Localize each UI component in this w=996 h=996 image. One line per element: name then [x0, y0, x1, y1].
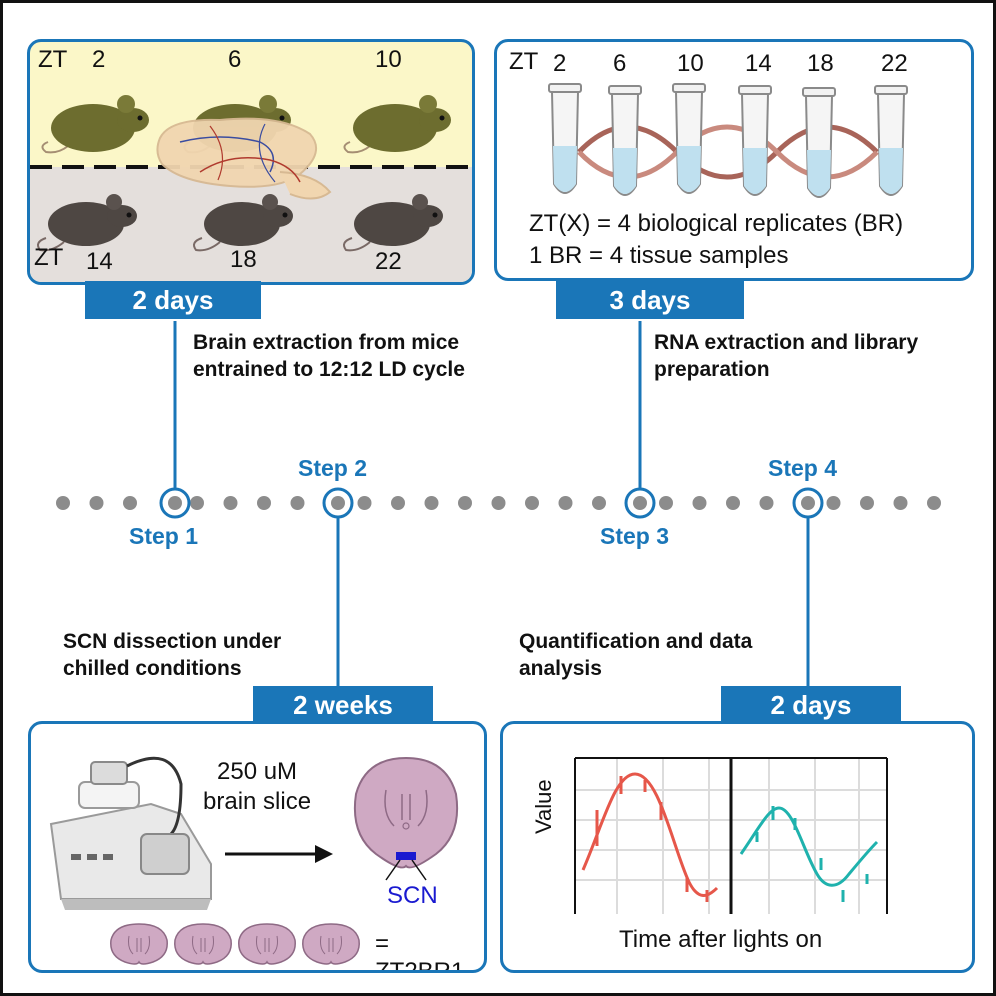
- tube-icon: [738, 85, 772, 196]
- timeline-dot: [458, 496, 472, 510]
- small-brain-slice-icon: [110, 923, 168, 965]
- timeline-dot: [860, 496, 874, 510]
- brain-icon: [156, 117, 332, 200]
- timeline-dot: [290, 496, 305, 510]
- timeline-dot: [558, 496, 573, 510]
- arrow-icon: [315, 845, 333, 863]
- plot-grid: [574, 757, 888, 914]
- tube-icon: [608, 85, 642, 196]
- tube-zt-time: 10: [677, 50, 704, 77]
- timeline-dot: [190, 496, 204, 510]
- replicate-note: ZT(X) = 4 biological replicates (BR): [529, 210, 904, 237]
- dark-zt-time: 14: [86, 248, 113, 275]
- step3-description: RNA extraction and library preparation: [654, 331, 919, 381]
- timeline-dot: [659, 496, 673, 510]
- step2-duration-badge: 2 weeks: [253, 686, 433, 724]
- light-zt-label: ZT: [38, 46, 68, 73]
- timeline-dot: [391, 496, 405, 510]
- mice-panel: ZT 2 6 10 ZT 14 18 22: [27, 39, 475, 285]
- tube-zt-label: ZT: [509, 48, 539, 75]
- small-brain-slice-icon: [302, 923, 360, 965]
- timeline-dot: [123, 496, 137, 510]
- analysis-panel: Value Time after lights on: [500, 721, 975, 973]
- timeline-dot: [525, 496, 539, 510]
- y-axis-label: Value: [531, 779, 556, 834]
- rhythm-plot: [574, 757, 888, 914]
- step2-label: Step 2: [298, 455, 368, 481]
- scn-label: SCN: [387, 882, 438, 909]
- tube-icon: [802, 87, 836, 198]
- dark-zt-time: 18: [230, 246, 257, 273]
- tube-zt-time: 22: [881, 50, 908, 77]
- slice-row: [110, 923, 360, 965]
- step4-description: Quantification and data analysis: [519, 630, 753, 680]
- tube-icon: [548, 83, 582, 194]
- small-brain-slice-icon: [174, 923, 232, 965]
- step3-label: Step 3: [600, 523, 670, 549]
- mouse-dark-icon: [193, 194, 293, 252]
- step2-marker-dot: [331, 496, 345, 510]
- step1-label: Step 1: [129, 523, 199, 549]
- timeline-dots: [56, 496, 941, 510]
- step1-marker-dot: [168, 496, 182, 510]
- mouse-dark-icon: [37, 194, 137, 252]
- timeline-dot: [826, 496, 841, 510]
- replicate-label: = ZT2BR1: [375, 930, 465, 973]
- timeline-dot: [223, 496, 238, 510]
- step3-duration-badge: 3 days: [556, 281, 744, 319]
- light-zt-time: 10: [375, 46, 402, 73]
- step4-duration-badge: 2 days: [721, 686, 901, 724]
- dissection-panel: 250 uM brain slice SCN = ZT2BR1: [28, 721, 487, 973]
- timeline-svg: [56, 321, 941, 689]
- mice-illustration: [30, 95, 472, 252]
- timeline-dot: [257, 496, 271, 510]
- tube-zt-time: 18: [807, 50, 834, 77]
- small-brain-slice-icon: [238, 923, 296, 965]
- light-zt-time: 6: [228, 46, 242, 73]
- tube-icon: [672, 83, 706, 194]
- timeline-dot: [592, 496, 606, 510]
- timeline-dot: [56, 496, 70, 510]
- sample-note: 1 BR = 4 tissue samples: [529, 242, 789, 269]
- dark-zt-label: ZT: [34, 244, 64, 271]
- timeline-dot: [692, 496, 707, 510]
- timeline-dot: [893, 496, 908, 510]
- tube-zt-time: 2: [553, 50, 567, 77]
- teal-series-errorbars: [755, 806, 869, 902]
- teal-series-line: [739, 806, 879, 887]
- timeline-dot: [927, 496, 941, 510]
- timeline-dot: [726, 496, 740, 510]
- step3-marker-dot: [633, 496, 647, 510]
- tubes-panel: ZT 2 6 10 14 18 22 ZT(X) = 4 biological …: [494, 39, 974, 281]
- timeline-dot: [759, 496, 774, 510]
- step4-label: Step 4: [768, 455, 838, 481]
- x-axis-label: Time after lights on: [619, 926, 823, 953]
- tube-row: [548, 83, 908, 198]
- brain-slice-icon: [353, 756, 459, 881]
- tube-zt-time: 14: [745, 50, 772, 77]
- red-series-line: [581, 772, 719, 897]
- dark-zt-time: 22: [375, 248, 402, 275]
- vibratome-icon: [49, 756, 212, 910]
- tubes-illustration: [548, 83, 908, 198]
- timeline-dot: [89, 496, 104, 510]
- tube-icon: [874, 85, 908, 196]
- timeline-dot: [424, 496, 439, 510]
- dissection-illustration: [49, 756, 459, 965]
- mouse-light-icon: [343, 95, 451, 154]
- red-series-errorbars: [595, 776, 709, 902]
- step2-description: SCN dissection under chilled conditions: [63, 630, 282, 680]
- light-zt-time: 2: [92, 46, 106, 73]
- tube-zt-time: 6: [613, 50, 627, 77]
- timeline-dot: [357, 496, 372, 510]
- timeline-dot: [491, 496, 506, 510]
- mouse-dark-icon: [343, 194, 443, 252]
- step1-description: Brain extraction from mice entrained to …: [193, 331, 465, 381]
- slice-thickness-label: 250 uM: [217, 758, 298, 785]
- mouse-light-icon: [41, 95, 149, 154]
- step1-duration-badge: 2 days: [85, 281, 261, 319]
- slice-description-label: brain slice: [203, 788, 312, 815]
- step4-marker-dot: [801, 496, 815, 510]
